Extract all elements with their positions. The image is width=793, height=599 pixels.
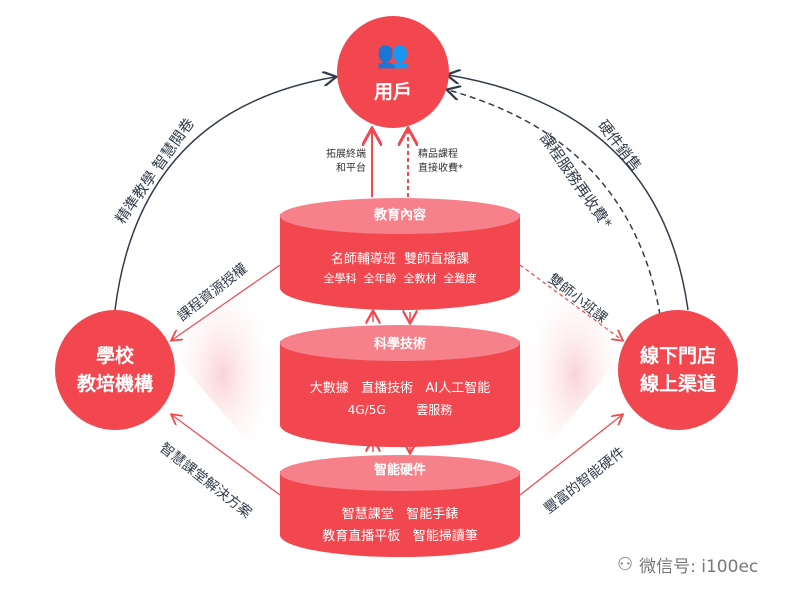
arc-store-to-user	[448, 75, 689, 311]
user-node: 👥 用戶	[337, 16, 449, 128]
people-group-icon: 👥	[376, 39, 410, 70]
watermark: ⚇ 微信号: i100ec	[617, 552, 758, 577]
watermark-text: 微信号: i100ec	[639, 557, 759, 577]
school-label: 學校	[95, 345, 134, 367]
text-line: 直接收費*	[418, 163, 463, 174]
school-node: 學校 教培機構	[55, 310, 175, 430]
layer-title: 教育內容	[373, 208, 426, 223]
glow-left	[165, 270, 280, 480]
layer-line: 4G/5G 雲服務	[347, 403, 453, 417]
store-node: 線下門店 線上渠道	[618, 310, 738, 430]
layer-title: 科學技術	[373, 337, 426, 352]
layer-technology: 科學技術 大數據 直播技術 AI人工智能 4G/5G 雲服務	[280, 325, 520, 447]
arrow-content-to-school	[172, 264, 281, 340]
label-direct-charge: 精品課程直接收費*	[418, 148, 463, 176]
layer-line: 智慧課堂 智能手錶	[341, 507, 459, 522]
user-label: 用戶	[373, 80, 412, 103]
label-expand-terminal: 拓展終端和平台	[318, 148, 366, 176]
layer-line: 教育直播平板 智能掃讀筆	[322, 529, 478, 544]
arrow-hardware-to-school	[172, 415, 281, 496]
wechat-icon: ⚇	[617, 554, 634, 575]
text-line: 和平台	[336, 163, 366, 174]
store-label: 線下門店	[639, 345, 716, 367]
layer-education-content: 教育內容 名師輔導班 雙師直播課 全學科 全年齡 全教材 全難度	[280, 198, 520, 310]
school-sublabel: 教培機構	[76, 373, 153, 395]
layer-title: 智能硬件	[373, 463, 426, 478]
glow-right	[520, 270, 630, 480]
text-line: 精品課程	[418, 149, 458, 160]
store-sublabel: 線上渠道	[639, 373, 716, 395]
layer-line: 全學科 全年齡 全教材 全難度	[323, 272, 477, 285]
layer-line: 名師輔導班 雙師直播課	[330, 252, 470, 267]
arrow-content-to-store	[519, 264, 622, 340]
arc-school-to-user	[114, 77, 335, 311]
layer-line: 大數據 直播技術 AI人工智能	[309, 381, 491, 396]
arrow-hardware-to-store	[519, 415, 622, 496]
dashed-arc-store-to-user	[448, 90, 661, 316]
text-line: 拓展終端	[326, 149, 366, 160]
layer-smart-hardware: 智能硬件 智慧課堂 智能手錶 教育直播平板 智能掃讀筆	[280, 455, 520, 557]
